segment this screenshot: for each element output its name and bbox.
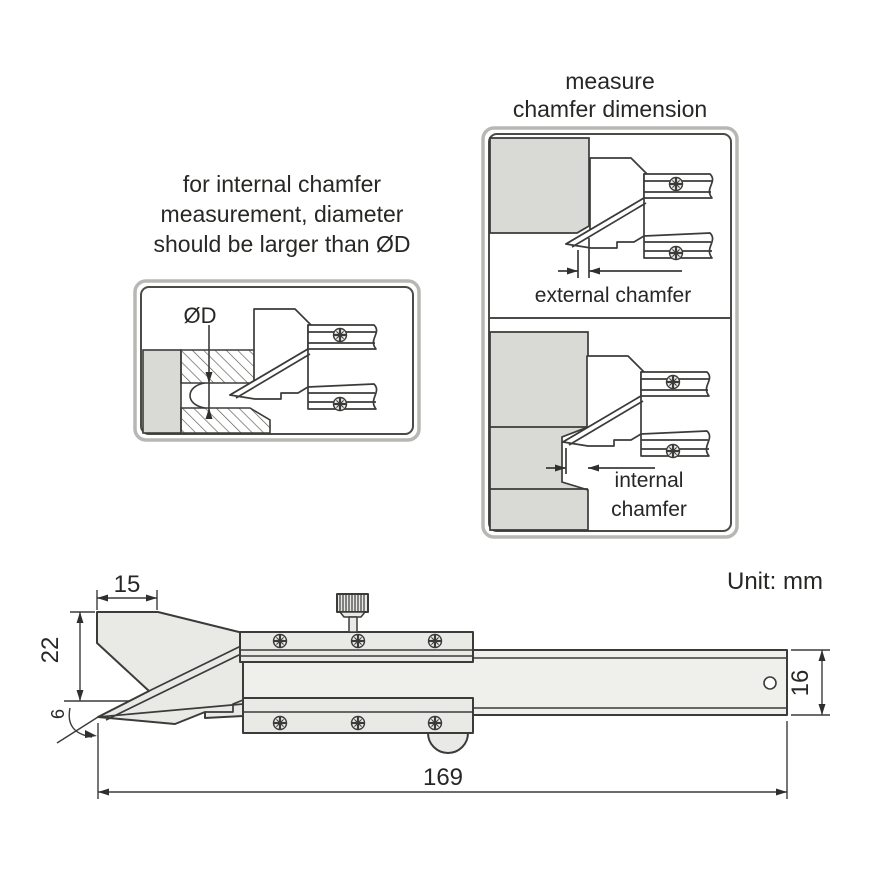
panel-title-line1: measure bbox=[565, 68, 654, 94]
external-chamfer-label: external chamfer bbox=[535, 284, 691, 307]
beam-hole bbox=[763, 676, 777, 690]
internal-chamfer-label-line1: internal bbox=[615, 469, 684, 492]
internal-chamfer-label-line2: chamfer bbox=[611, 498, 687, 521]
note-line3: should be larger than ØD bbox=[154, 231, 411, 257]
arrow-left bbox=[589, 267, 600, 275]
arrow-right bbox=[555, 464, 566, 472]
internal-chamfer-diagram bbox=[489, 331, 710, 531]
dim-jaw-height: 22 bbox=[37, 637, 64, 664]
dim-tip: 6 bbox=[48, 709, 68, 719]
dim-jaw-depth: 15 bbox=[114, 571, 141, 598]
bore-inset: ØD bbox=[133, 279, 421, 442]
note-line1: for internal chamfer bbox=[183, 171, 381, 197]
bore-diameter-label: ØD bbox=[184, 303, 217, 328]
caliper-fixed-jaw bbox=[96, 611, 244, 725]
arrow-left bbox=[588, 464, 599, 472]
workpiece-external bbox=[489, 137, 590, 234]
bore-end-curve bbox=[189, 382, 206, 409]
workpiece-internal bbox=[489, 331, 589, 531]
dimension-lines bbox=[56, 590, 830, 799]
caliper-drawing bbox=[56, 590, 830, 799]
inset-border-outer bbox=[133, 279, 421, 442]
workpiece-end-strip bbox=[142, 349, 182, 434]
thumb-screw bbox=[336, 593, 369, 633]
finger-grip bbox=[427, 732, 469, 754]
internal-chamfer-note: for internal chamfer measurement, diamet… bbox=[154, 171, 411, 257]
dim-beam-height: 16 bbox=[787, 670, 814, 697]
arrow-down bbox=[205, 372, 213, 383]
arrow-right bbox=[567, 267, 578, 275]
note-line2: measurement, diameter bbox=[161, 201, 404, 227]
section-lower-wall bbox=[180, 407, 271, 434]
arrow-up bbox=[205, 408, 213, 419]
dim-total-length: 169 bbox=[423, 764, 463, 791]
unit-label: Unit: mm bbox=[727, 568, 823, 595]
panel-border-outer bbox=[481, 126, 739, 539]
external-chamfer-diagram bbox=[489, 137, 713, 278]
measure-chamfer-panel: measure chamfer dimension external chamf… bbox=[481, 68, 739, 539]
panel-title-line2: chamfer dimension bbox=[513, 96, 707, 122]
